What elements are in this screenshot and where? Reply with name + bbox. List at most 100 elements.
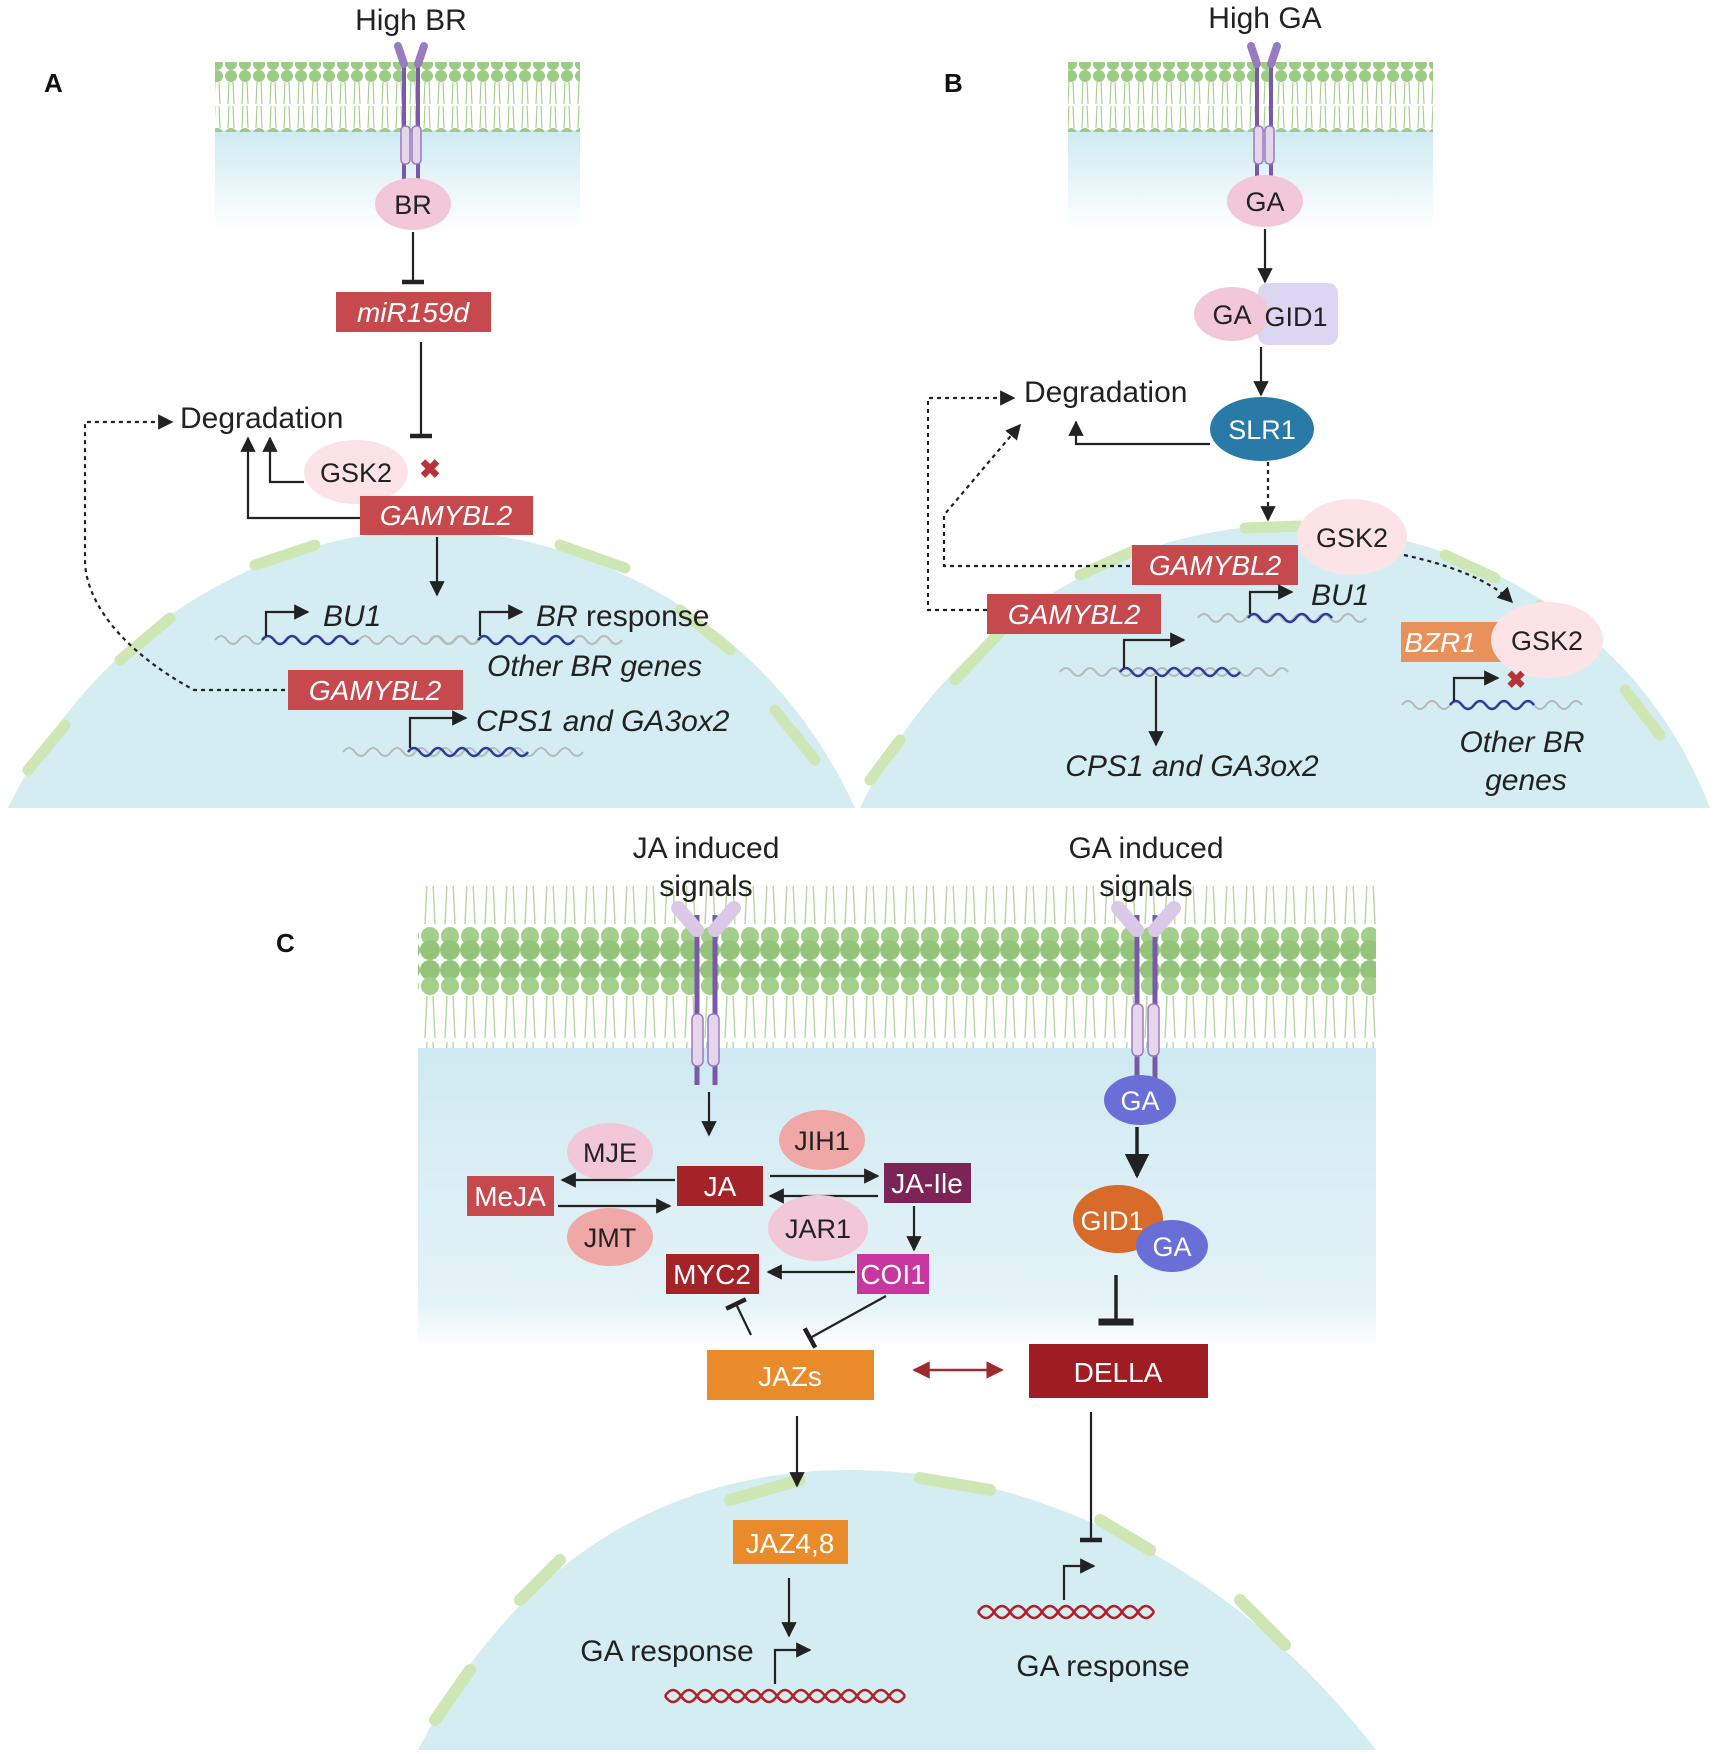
myc2-label: MYC2 [673, 1259, 751, 1290]
blocked-x-b: ✖ [1506, 667, 1526, 694]
degradation-b: Degradation [1024, 376, 1187, 409]
panel-label-b: B [944, 68, 963, 98]
gid1-box-b [1258, 283, 1338, 345]
slr1-label: SLR1 [1228, 415, 1296, 445]
ja-ile-label: JA-Ile [891, 1168, 963, 1199]
ga-oval-b [1227, 175, 1303, 227]
ga-response-right: GA response [1016, 1650, 1189, 1683]
bu1-label-b: BU1 [1311, 579, 1369, 612]
receptor-a [394, 42, 428, 190]
br-response-gene-a [429, 604, 623, 646]
gamybl2-label-b-left: GAMYBL2 [1008, 599, 1141, 630]
other-br-line1-b: Other BR [1459, 726, 1584, 759]
jar1-oval [768, 1195, 868, 1261]
nucleus-c [418, 1470, 1376, 1750]
panel-b: B High GA GA GA GID1 Degrada [860, 2, 1710, 808]
ga-label-c: GA [1120, 1086, 1159, 1116]
nucleus-dashed-to-degradation-b [926, 390, 1016, 612]
ga-complex-label-b: GA [1212, 300, 1251, 330]
ga-complex-label-c: GA [1152, 1232, 1191, 1262]
mje-label: MJE [583, 1138, 637, 1168]
high-ga-label: High GA [1208, 2, 1321, 35]
nucleus-a [8, 530, 855, 808]
jazs-box [707, 1350, 874, 1400]
panel-label-a: A [44, 68, 63, 98]
ga-response-left: GA response [580, 1635, 753, 1668]
degradation-a: Degradation [180, 402, 343, 435]
ja-signal-line2: signals [659, 870, 752, 903]
membrane-c [418, 886, 1376, 1048]
gsk2-oval-b-right [1491, 602, 1603, 678]
ga-oval-c [1104, 1075, 1176, 1125]
cps1-label-b: CPS1 and GA3ox2 [1065, 750, 1319, 783]
ga-signal-line1: GA induced [1068, 832, 1223, 865]
mir159d-label: miR159d [357, 297, 470, 328]
coi1-inhibits-jazs [802, 1295, 887, 1349]
ga-label-b: GA [1245, 187, 1284, 217]
br-response-italic: BR [536, 600, 578, 633]
coi1-box [857, 1254, 929, 1294]
della-box [1029, 1344, 1208, 1398]
br-label: BR [394, 190, 432, 220]
dna-left-c [663, 1642, 907, 1704]
membrane-a [215, 62, 580, 132]
ja-ile-box [884, 1163, 971, 1203]
gsk2-oval-b-top [1297, 499, 1407, 575]
gamybl2-box-a [360, 496, 533, 535]
gid1-label-c: GID1 [1080, 1206, 1143, 1236]
gsk2-label-b-top: GSK2 [1316, 523, 1388, 553]
meja-label: MeJA [474, 1181, 546, 1212]
slr1-to-degradation [1068, 420, 1210, 446]
br-oval [375, 178, 451, 230]
cps1-gene-a [342, 710, 584, 758]
meja-box [467, 1176, 554, 1216]
mje-oval [567, 1123, 653, 1181]
receptor-b [1247, 42, 1281, 190]
gsk2-label-b-right: GSK2 [1511, 626, 1583, 656]
gamybl2-label-b-top: GAMYBL2 [1149, 550, 1282, 581]
panel-c: C JA induced signals [276, 832, 1376, 1750]
ga-receptor [1111, 901, 1181, 1085]
mir159d-box [336, 292, 491, 332]
jar1-label: JAR1 [785, 1214, 851, 1244]
dna-right-c [976, 1558, 1156, 1620]
bu1-label-a: BU1 [323, 600, 381, 633]
ga-signal-line2: signals [1099, 870, 1192, 903]
ga-complex-oval-c [1136, 1220, 1208, 1272]
gsk2-label-a: GSK2 [320, 458, 392, 488]
cps1-label-a: CPS1 and GA3ox2 [476, 705, 730, 738]
gamybl2-label-a: GAMYBL2 [380, 500, 513, 531]
ja-receptor [671, 901, 741, 1085]
ja-signal-line1: JA induced [633, 832, 780, 865]
jmt-oval [567, 1208, 653, 1266]
gamybl2-box-b-top [1132, 545, 1298, 585]
cps1-gene-b [1059, 632, 1289, 678]
blocked-x-a: ✖ [419, 454, 441, 484]
membrane-b [1068, 62, 1433, 132]
other-br-gene-b [1401, 670, 1583, 711]
other-br-line2-b: genes [1485, 764, 1567, 797]
dashed-nucleus-to-degradation-a [83, 414, 285, 692]
other-br-genes-a: Other BR genes [487, 650, 702, 683]
jaz48-box [733, 1520, 848, 1564]
gamybl2-nucleus-box-a [288, 670, 463, 710]
ja-label: JA [704, 1171, 737, 1202]
gsk2-oval-a [304, 440, 408, 504]
bzr1-label: BZR1 [1404, 627, 1476, 658]
jazs-label: JAZs [758, 1361, 822, 1392]
bu1-gene-b [1197, 584, 1367, 624]
ga-complex-oval-b [1194, 287, 1270, 341]
panel-label-c: C [276, 928, 295, 958]
jmt-label: JMT [584, 1223, 636, 1253]
coi1-label: COI1 [860, 1259, 925, 1290]
slr1-oval [1210, 397, 1314, 461]
ja-box [677, 1166, 763, 1206]
jaz48-label: JAZ4,8 [746, 1528, 835, 1559]
bzr1-box [1401, 622, 1501, 662]
gamybl2-box-b-left [987, 594, 1161, 634]
gamybl2-nucleus-label-a: GAMYBL2 [309, 675, 442, 706]
gamybl2-to-degradation [240, 436, 360, 520]
gsk2-dashed-to-bzr1 [1403, 553, 1514, 604]
della-label: DELLA [1074, 1357, 1163, 1388]
